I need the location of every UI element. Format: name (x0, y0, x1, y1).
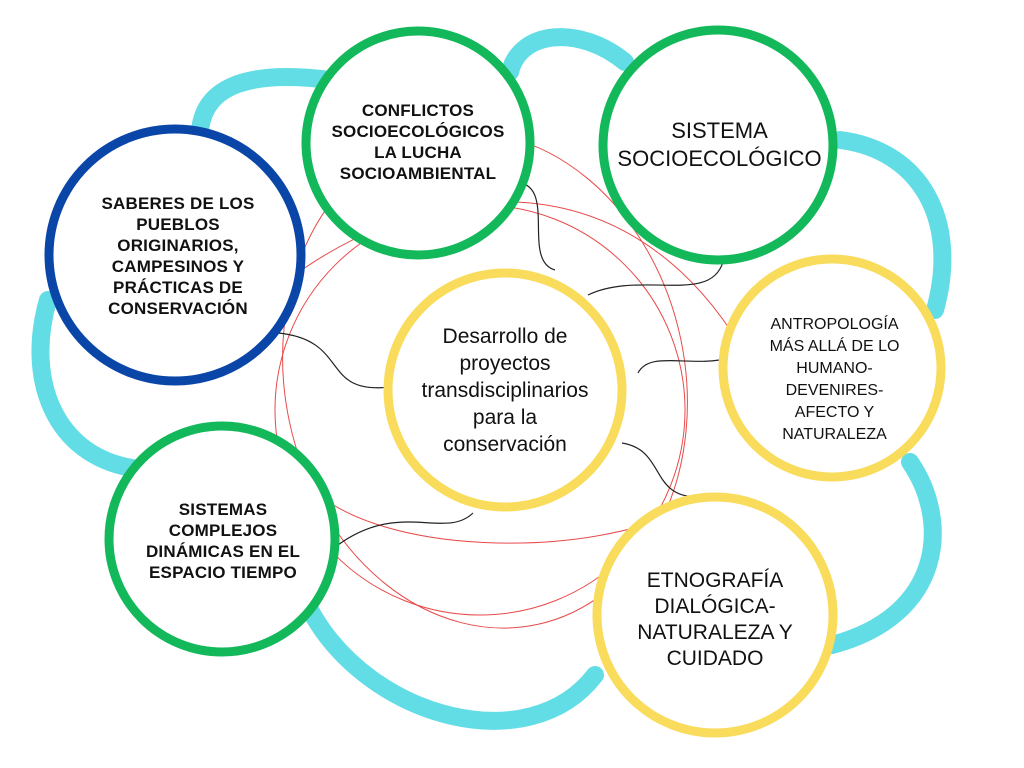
connector-saberes-center (277, 332, 391, 389)
saberes-circle (44, 124, 306, 386)
conflictos-circle (301, 26, 535, 260)
conflictos-label: CONFLICTOS SOCIOECOLÓGICOS LA LUCHA SOCI… (331, 101, 505, 183)
etnografia-label: ETNOGRAFÍA DIALÓGICA- NATURALEZA Y CUIDA… (637, 569, 793, 670)
connector-antropologia-center (637, 357, 731, 374)
antropologia-circle (718, 254, 946, 482)
connector-sistema-center (587, 261, 724, 296)
etnografia-circle (592, 492, 838, 738)
connector-sistemas-center (337, 512, 474, 546)
cyan-arc-antropologia-etnografia (823, 453, 942, 654)
center-circle (383, 268, 627, 512)
cyan-arc-sistema-antropologia (831, 131, 952, 319)
sistema-label: SISTEMA SOCIOECOLÓGICO (617, 118, 822, 171)
cyan-arc-etnografia-sistemas (301, 601, 604, 730)
sistemas-complejos-circle (104, 421, 340, 657)
connector-center-etnografia (621, 442, 696, 498)
cyan-arc-saberes-conflictos (191, 68, 339, 139)
center-label: Desarrollo de proyectos transdisciplinar… (421, 324, 589, 456)
sistemas-complejos-label: SISTEMAS COMPLEJOS DINÁMICAS EN EL ESPAC… (145, 500, 301, 582)
saberes-label: SABERES DE LOS PUEBLOS ORIGINARIOS, CAMP… (101, 194, 255, 318)
cyan-arc-sistemas-saberes (31, 291, 141, 477)
cyan-arcs (31, 28, 952, 730)
cyan-arc-conflictos-sistema (501, 28, 634, 81)
connectors (277, 181, 731, 546)
sistema-circle (598, 25, 838, 265)
antropologia-label: ANTROPOLOGÍA MÁS ALLÁ DE LO HUMANO- DEVE… (769, 315, 900, 443)
node-circles (44, 25, 946, 738)
